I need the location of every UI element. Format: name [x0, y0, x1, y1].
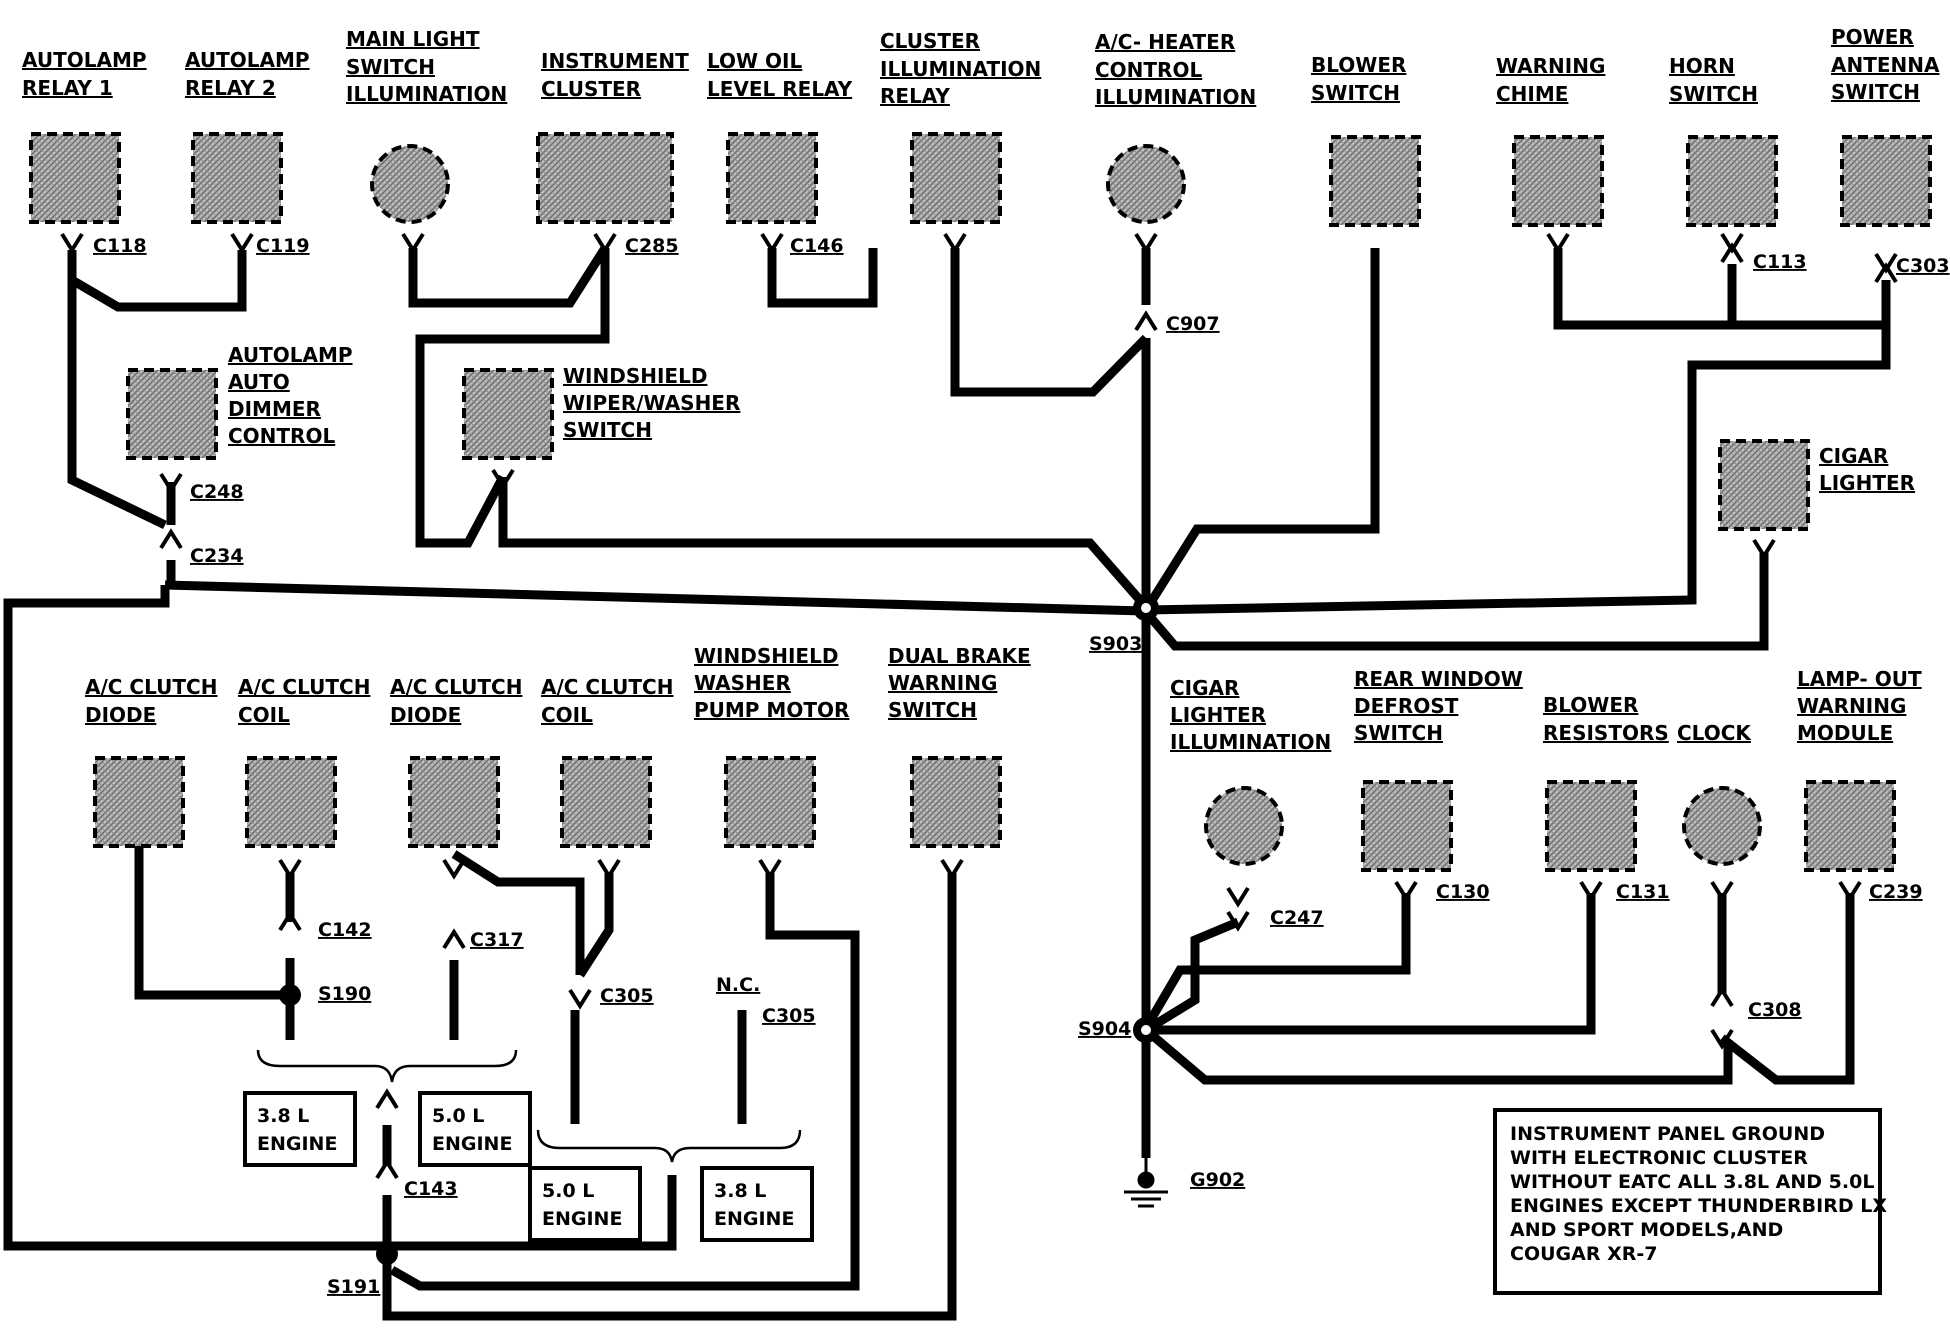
connector-c285: C285 [625, 235, 679, 257]
clock: CLOCK [1677, 721, 1762, 866]
connector-labels: C118 C119 C285 C146 C907 C113 C303 C248 … [93, 235, 1950, 1298]
connector-c239: C239 [1869, 881, 1923, 903]
splice-label-s904: S904 [1078, 1018, 1131, 1040]
connector-c305-b: C305 [762, 1005, 816, 1027]
connector-c248: C248 [190, 481, 244, 503]
connector-c907: C907 [1166, 313, 1220, 335]
connector-c113: C113 [1753, 251, 1807, 273]
connector-c142: C142 [318, 919, 372, 941]
splice-s190 [279, 984, 301, 1006]
splice-label-s191: S191 [327, 1276, 380, 1298]
splice-label-s190: S190 [318, 983, 371, 1005]
ground-icon [1124, 1158, 1168, 1208]
connector-c303: C303 [1896, 255, 1950, 277]
splice-s191 [376, 1243, 398, 1265]
no-connection-label: N.C. [716, 974, 760, 996]
connector-c305-a: C305 [600, 985, 654, 1007]
connector-c247: C247 [1270, 907, 1324, 929]
connector-c130: C130 [1436, 881, 1490, 903]
splice-points [279, 595, 1159, 1265]
wiring [3, 245, 1891, 1321]
svg-text:INSTRUMENT PANEL GROUND: INSTRUMENT PANEL GROUND WITH ELECTRONIC … [1510, 1123, 1894, 1265]
connector-c131: C131 [1616, 881, 1670, 903]
diagram-note: INSTRUMENT PANEL GROUND WITH ELECTRONIC … [1493, 1108, 1894, 1295]
connector-c118: C118 [93, 235, 147, 257]
connector-glyphs [60, 232, 1898, 1180]
connector-c234: C234 [190, 545, 244, 567]
connector-c146: C146 [790, 235, 844, 257]
option-braces [256, 1049, 802, 1163]
connector-c143: C143 [404, 1178, 458, 1200]
connector-c317: C317 [470, 929, 524, 951]
svg-text:CLOCK: CLOCK [1677, 721, 1752, 745]
ground-label-g902: G902 [1190, 1169, 1245, 1191]
connector-c308: C308 [1748, 999, 1802, 1021]
splice-label-s903: S903 [1089, 633, 1142, 655]
connector-c119: C119 [256, 235, 310, 257]
